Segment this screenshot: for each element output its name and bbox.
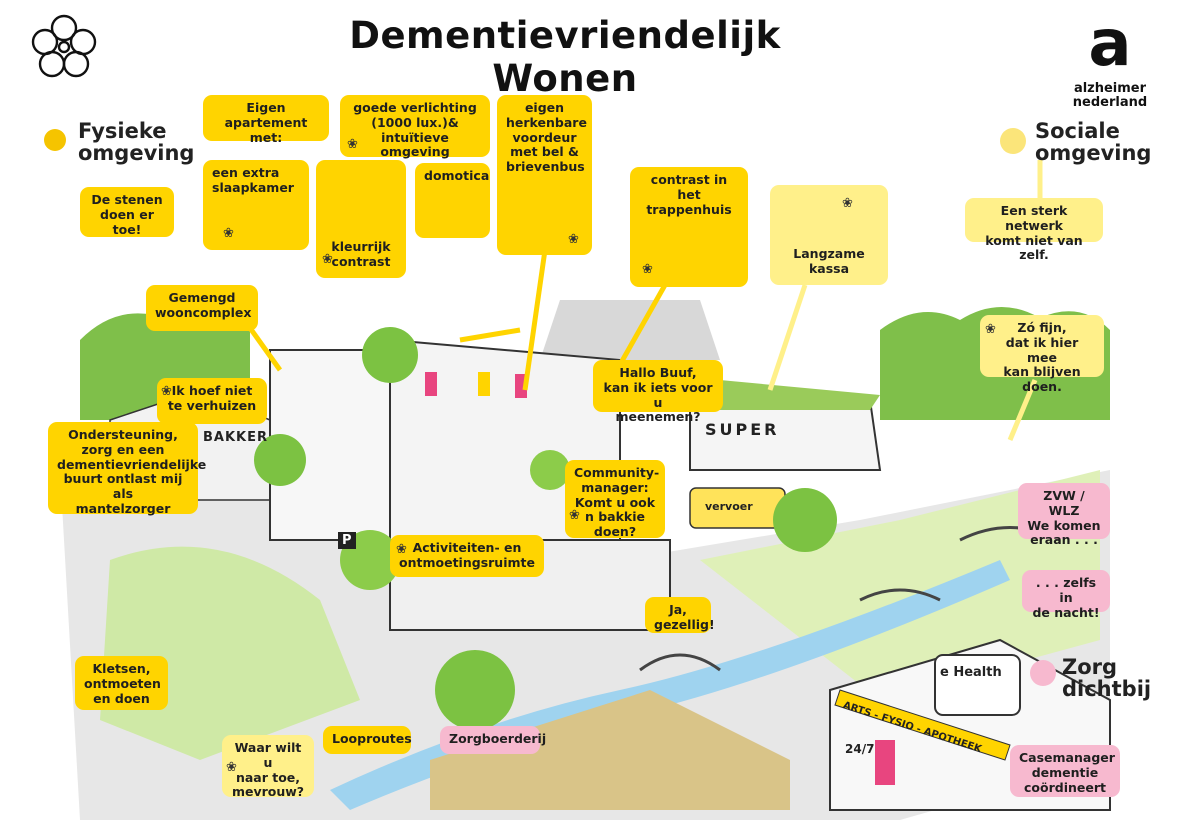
forget-me-not-icon: ❀	[842, 196, 853, 211]
callout-looproutes: Looproutes	[323, 726, 412, 754]
forget-me-not-icon: ❀	[569, 508, 580, 523]
ehealth-sign: e Health	[940, 665, 1002, 680]
forget-me-not-icon: ❀	[322, 252, 333, 267]
callout-kleurrijk: kleurrijk contrast	[316, 160, 406, 278]
open-hours-sign: 24/7	[845, 742, 875, 756]
forget-me-not-icon: ❀	[161, 384, 172, 399]
brand-name: alzheimer nederland	[1072, 81, 1148, 111]
section-care: Zorg dichtbij	[1062, 655, 1152, 702]
brand-logo-letter: a	[1088, 7, 1132, 81]
callout-gemengd: Gemengd wooncomplex	[146, 285, 258, 331]
background-houses	[540, 300, 720, 360]
callout-zofijn: Zó fijn, dat ik hier mee kan blijven doe…	[980, 315, 1104, 394]
callout-apartement: Eigen apartement met:	[203, 95, 329, 144]
tree	[254, 434, 306, 486]
forget-me-not-icon: ❀	[347, 137, 358, 152]
front-door	[478, 372, 490, 396]
forget-me-not-icon: ❀	[396, 542, 407, 557]
care-farm-field	[430, 690, 790, 810]
callout-slaapkamer: een extra slaapkamer	[203, 160, 309, 250]
forget-me-not-icon: ❀	[223, 226, 234, 241]
callout-netwerk: Een sterk netwerk komt niet van zelf.	[965, 198, 1103, 262]
ehealth-tablet	[934, 654, 1021, 716]
tree	[435, 650, 515, 730]
callout-ondersteuning: Ondersteuning, zorg en een dementievrien…	[48, 422, 206, 516]
callout-casemanager: Casemanager dementie coördineert	[1010, 745, 1120, 797]
callout-pointers-light	[767, 160, 1043, 441]
forget-me-not-icon: ❀	[568, 232, 579, 247]
section-physical: Fysieke omgeving	[78, 119, 195, 166]
health-centre-sign	[834, 689, 1011, 761]
callout-zvw: ZVW / WLZ We komen eraan . . .	[1018, 483, 1110, 547]
forget-me-not-icon: ❀	[642, 262, 653, 277]
forget-me-not-icon	[31, 14, 97, 78]
pharmacy-door	[875, 740, 895, 785]
callout-nacht: . . . zelfs in de nacht!	[1022, 570, 1110, 619]
bridge	[859, 588, 941, 602]
tree	[773, 488, 837, 552]
callout-community: Community- manager: Komt u ook n bakkie …	[565, 460, 665, 539]
bridge	[639, 653, 721, 672]
bus-sign: vervoer	[705, 500, 753, 513]
callout-trappenhuis: contrast in het trappenhuis	[630, 167, 748, 287]
callout-kassa: Langzame kassa	[770, 185, 888, 285]
callout-domotica: domotica	[415, 163, 490, 238]
callout-voordeur: eigen herkenbare voordeur met bel & brie…	[497, 95, 592, 255]
green-roof	[700, 380, 880, 410]
front-door	[425, 372, 437, 396]
callout-buuf: Hallo Buuf, kan ik iets voor u meenemen?	[593, 360, 723, 424]
social-dot-icon	[1000, 128, 1026, 154]
section-social: Sociale omgeving	[1035, 119, 1152, 166]
brand-logo: a	[1075, 12, 1145, 82]
forget-me-not-icon: ❀	[985, 322, 996, 337]
bakery-sign: BAKKER	[203, 430, 269, 445]
supermarket-sign: SUPER	[705, 420, 780, 439]
care-dot-icon	[1030, 660, 1056, 686]
physical-dot-icon	[44, 129, 66, 151]
callout-waar: Waar wilt u naar toe, mevrouw?	[222, 735, 314, 799]
callout-stenen: De stenen doen er toe!	[80, 187, 174, 237]
callout-verlichting: goede verlichting (1000 lux.)& intuïtiev…	[340, 95, 490, 159]
page-title: Dementievriendelijk Wonen	[349, 14, 781, 100]
callout-zorgboerderij: Zorgboerderij	[440, 726, 546, 754]
forget-me-not-icon: ❀	[226, 760, 237, 775]
callout-kletsen: Kletsen, ontmoeten en doen	[75, 656, 168, 710]
parking-sign: P	[338, 532, 356, 549]
tree	[530, 450, 570, 490]
callout-gezellig: Ja, gezellig!	[645, 597, 715, 633]
callout-verhuizen: Ik hoef niet te verhuizen	[157, 378, 267, 424]
callout-activiteiten: Activiteiten- en ontmoetingsruimte	[390, 535, 544, 577]
tree	[362, 327, 418, 383]
